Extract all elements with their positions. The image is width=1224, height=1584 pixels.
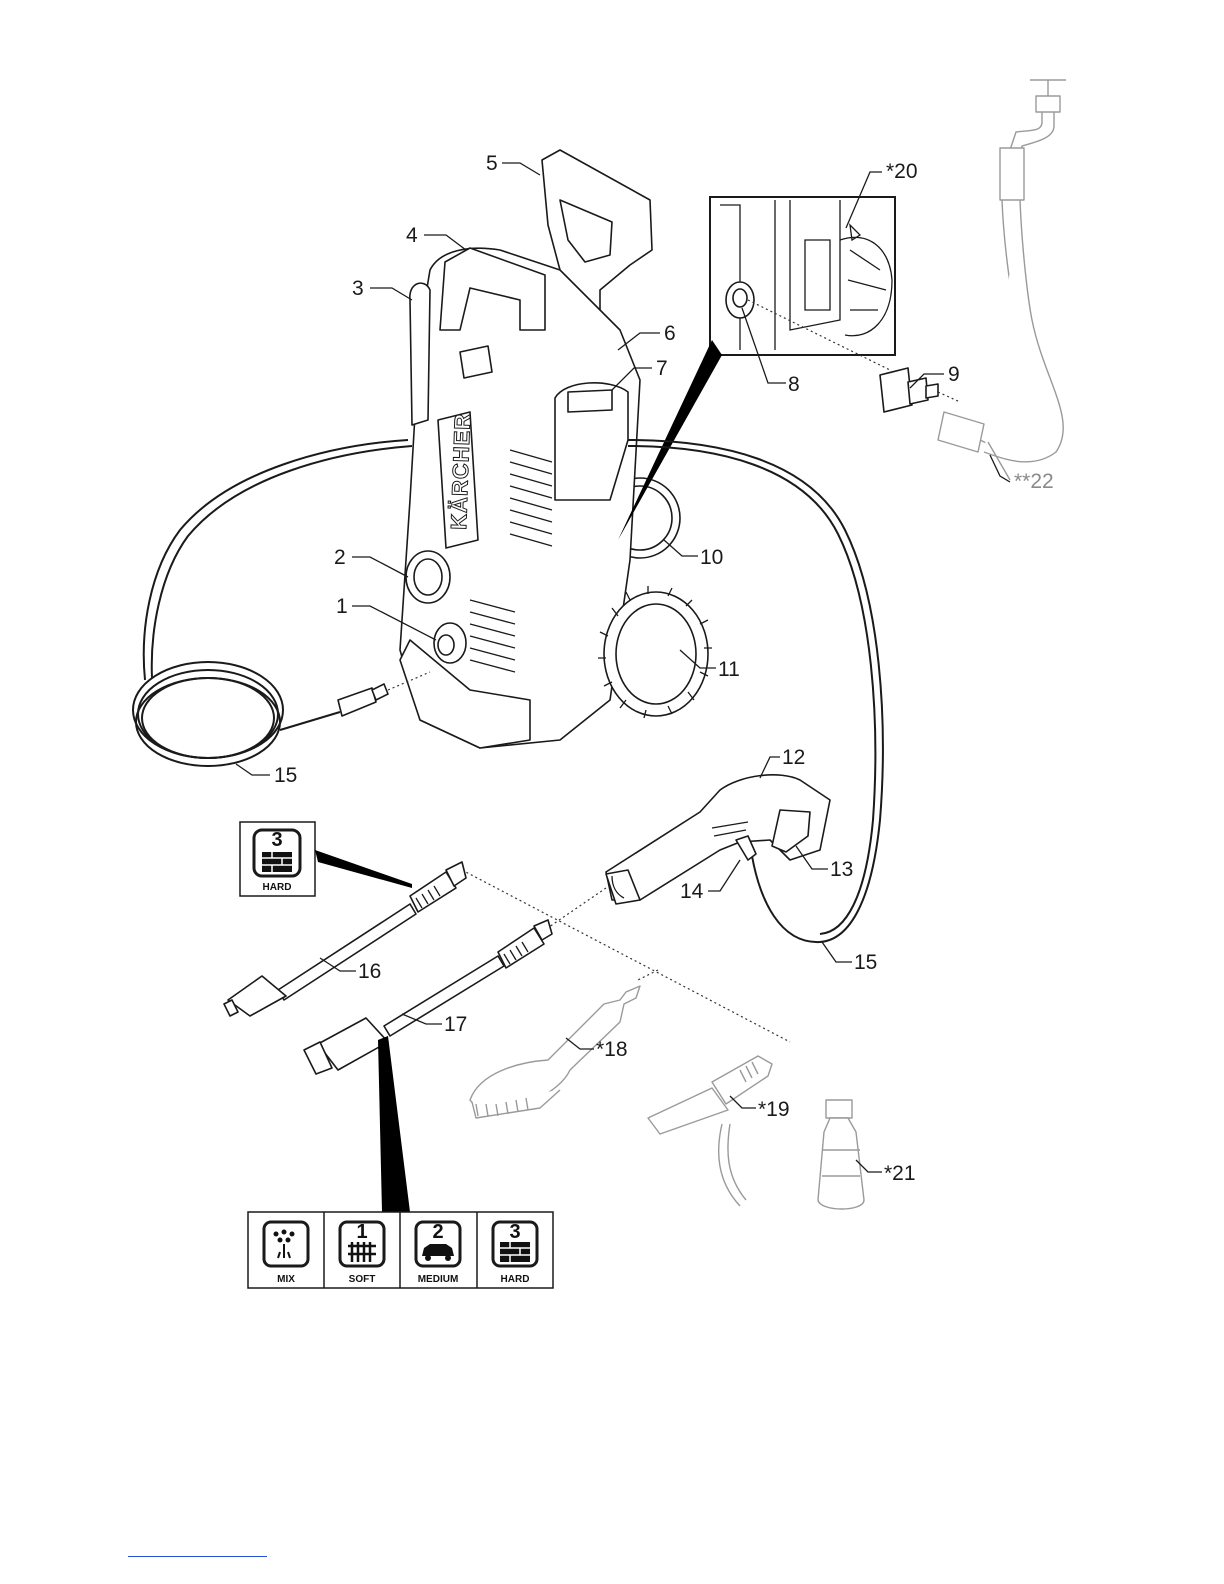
- callout-11: 11: [718, 658, 740, 681]
- mode-medium-label: MEDIUM: [418, 1274, 459, 1285]
- mode-number: 3: [271, 829, 282, 851]
- footer-rule: [128, 1556, 267, 1557]
- mode-label: HARD: [263, 882, 292, 893]
- callout-17: 17: [444, 1013, 467, 1036]
- callout-20: *21: [884, 1162, 916, 1185]
- callout-7: 7: [656, 357, 668, 380]
- mode-hard-number: 3: [509, 1221, 520, 1243]
- callout-1: 1: [336, 595, 348, 618]
- garden-tap-and-hose: [938, 80, 1066, 480]
- callout-15-top: 15: [274, 764, 297, 787]
- callout-9: 9: [948, 363, 960, 386]
- brand-logo: KÄRCHER: [446, 412, 475, 530]
- detergent-bottle-20: [818, 1100, 864, 1209]
- foam-nozzle-19: [648, 1056, 772, 1206]
- callout-5: 5: [486, 152, 498, 175]
- mode-badge-hard-16: 3 HARD: [240, 822, 412, 896]
- callout-21: *20: [886, 160, 918, 183]
- callout-2: 2: [334, 546, 346, 569]
- callout-13: 13: [830, 858, 853, 881]
- callout-14: 14: [680, 880, 704, 903]
- callout-15-bottom: 15: [854, 951, 877, 974]
- mode-soft-number: 1: [356, 1221, 367, 1243]
- mode-mix-label: MIX: [277, 1274, 295, 1285]
- mode-soft-label: SOFT: [349, 1274, 376, 1285]
- water-inlet-detail-inset: [618, 197, 960, 540]
- mode-strip-17: MIX 1 SOFT 2 MEDIUM 3 HARD: [248, 1212, 553, 1288]
- callout-4: 4: [406, 224, 418, 247]
- callout-16: 16: [358, 960, 381, 983]
- callout-22: **22: [1014, 470, 1054, 493]
- callout-8: 8: [788, 373, 800, 396]
- mode-hard-label: HARD: [501, 1274, 530, 1285]
- callout-3: 3: [352, 277, 364, 300]
- trigger-gun: [530, 775, 830, 940]
- callout-19: *19: [758, 1098, 790, 1121]
- callout-12: 12: [782, 746, 805, 769]
- mode-medium-number: 2: [432, 1221, 443, 1243]
- callout-10: 10: [700, 546, 723, 569]
- mode-medium: 2 MEDIUM: [416, 1221, 460, 1285]
- callout-18: *18: [596, 1038, 628, 1061]
- callout-6: 6: [664, 322, 676, 345]
